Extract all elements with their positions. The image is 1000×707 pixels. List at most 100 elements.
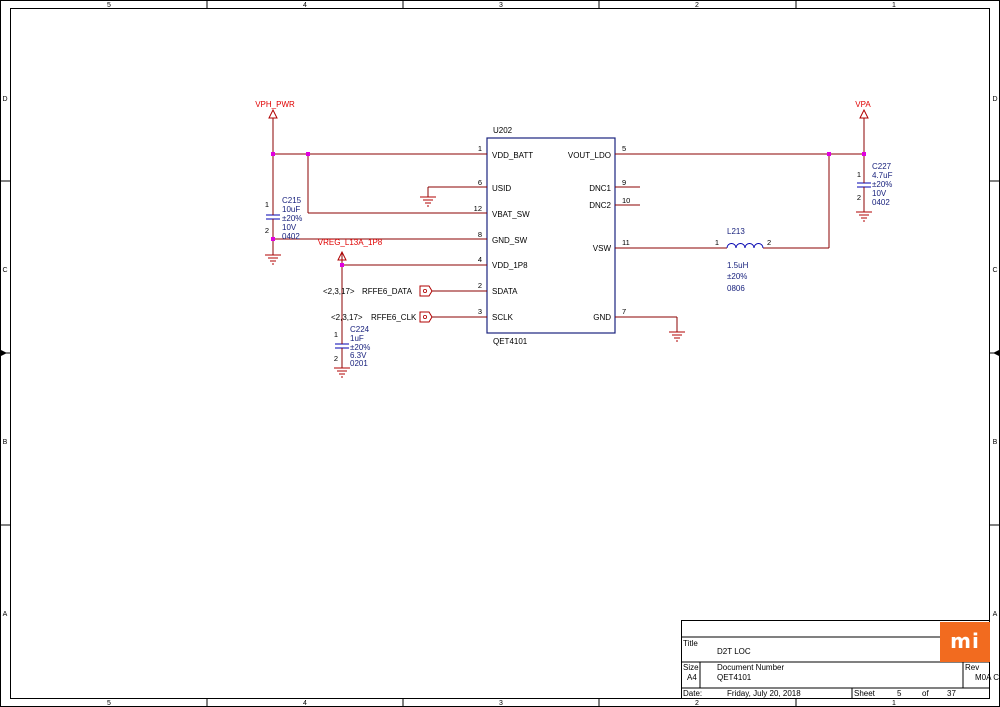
- cap-value: 1uF: [350, 334, 364, 343]
- inductor-tolerance: ±20%: [727, 272, 747, 281]
- pin-name: DNC1: [589, 184, 611, 193]
- cap-voltage: 10V: [282, 223, 297, 232]
- offpage-rffe6-clk[interactable]: <2,3,17> RFFE6_CLK: [331, 311, 433, 323]
- inductor-l213[interactable]: 1 2 L213 1.5uH ±20% 0806: [715, 227, 771, 293]
- col-label-bottom: 2: [695, 700, 699, 707]
- docnum-value: QET4101: [717, 673, 752, 682]
- rev-value: M0A CI: [975, 673, 1000, 682]
- row-label-left: D: [2, 96, 7, 103]
- offpage-connector-icon: [419, 285, 433, 297]
- cap-pin2: 2: [265, 226, 269, 235]
- cap-voltage: 10V: [872, 189, 887, 198]
- cap-voltage: 6.3V: [350, 351, 367, 360]
- row-label-right: B: [993, 439, 998, 446]
- docnum-label: Document Number: [717, 663, 784, 672]
- size-label: Size: [683, 663, 699, 672]
- inductor-pin2: 2: [767, 238, 771, 247]
- power-vpa: VPA: [855, 100, 871, 119]
- cap-pin2: 2: [334, 354, 338, 363]
- col-label-bottom: 4: [303, 700, 307, 707]
- pin-number: 2: [478, 281, 482, 290]
- cap-pin2: 2: [857, 193, 861, 202]
- pin-number: 10: [622, 196, 630, 205]
- capacitor-c224[interactable]: 1 2 C224 1uF ±20% 6.3V 0201: [334, 325, 371, 368]
- ground-c224: [334, 367, 350, 378]
- col-label-bottom: 5: [107, 700, 111, 707]
- title-value: D2T LOC: [717, 647, 751, 656]
- pin-number: 5: [622, 144, 626, 153]
- ground-icon: [420, 196, 436, 207]
- power-label: VREG_L13A_1P8: [318, 238, 383, 247]
- offpage-ref: <2,3,17>: [331, 313, 363, 322]
- pin-name: VDD_BATT: [492, 151, 533, 160]
- inductor-coil-icon: [726, 243, 764, 249]
- power-vph-pwr: VPH_PWR: [255, 100, 295, 119]
- pin-name: VSW: [593, 244, 612, 253]
- col-label-bottom: 1: [892, 700, 896, 707]
- sheet-value: 5: [897, 689, 902, 698]
- ground-icon: [265, 254, 281, 265]
- ground-icon: [856, 211, 872, 222]
- power-vreg: VREG_L13A_1P8: [318, 238, 383, 261]
- center-mark-right: [993, 350, 999, 356]
- pin-name: GND_SW: [492, 236, 528, 245]
- cap-tolerance: ±20%: [872, 180, 892, 189]
- pin-name: GND: [593, 313, 611, 322]
- cap-value: 4.7uF: [872, 171, 893, 180]
- power-label: VPH_PWR: [255, 100, 295, 109]
- pin-name: USID: [492, 184, 511, 193]
- offpage-rffe6-data[interactable]: <2,3,17> RFFE6_DATA: [323, 285, 433, 297]
- row-label-right: A: [993, 611, 998, 618]
- cap-pin1: 1: [857, 170, 861, 179]
- row-label-left: C: [2, 267, 7, 274]
- ic-body[interactable]: [486, 137, 616, 334]
- pin-name: VOUT_LDO: [568, 151, 611, 160]
- inductor-package: 0806: [727, 284, 745, 293]
- cap-value: 10uF: [282, 205, 300, 214]
- inductor-ref: L213: [727, 227, 745, 236]
- ground-ic: [669, 331, 685, 342]
- capacitor-c215[interactable]: 1 2 C215 10uF ±20% 10V 0402: [265, 196, 303, 241]
- ic-u202[interactable]: U202 QET4101 VDD_BATT USID VBAT_SW GND_S…: [474, 126, 631, 346]
- junctions: [271, 152, 866, 267]
- col-label-top: 2: [695, 2, 699, 9]
- cap-pin1: 1: [265, 200, 269, 209]
- pin-name: SCLK: [492, 313, 514, 322]
- ground-icon: [669, 331, 685, 342]
- cap-package: 0402: [282, 232, 300, 241]
- cap-pin1: 1: [334, 330, 338, 339]
- title-block: mi Title D2T LOC Size A4 Document Number…: [681, 620, 1000, 699]
- col-label-top: 4: [303, 2, 307, 9]
- ground-c215: [265, 254, 281, 265]
- pin-name: DNC2: [589, 201, 611, 210]
- offpage-net: RFFE6_DATA: [362, 287, 413, 296]
- cap-tolerance: ±20%: [350, 343, 370, 352]
- power-arrow-icon: [337, 250, 347, 261]
- brand-logo-text: mi: [950, 629, 980, 653]
- pin-number: 8: [478, 230, 482, 239]
- cap-tolerance: ±20%: [282, 214, 302, 223]
- pin-number: 4: [478, 255, 482, 264]
- offpage-connector-icon: [419, 311, 433, 323]
- of-label: of: [922, 689, 929, 698]
- cap-ref: C224: [350, 325, 370, 334]
- pin-number: 11: [622, 238, 630, 247]
- pin-number: 9: [622, 178, 626, 187]
- date-label: Date:: [683, 689, 702, 698]
- inductor-value: 1.5uH: [727, 261, 749, 270]
- power-arrow-icon: [859, 108, 869, 119]
- brand-logo: [940, 622, 990, 662]
- sheet-label: Sheet: [854, 689, 876, 698]
- pin-number: 3: [478, 307, 482, 316]
- col-label-top: 1: [892, 2, 896, 9]
- row-label-left: B: [3, 439, 8, 446]
- capacitor-c227[interactable]: 1 2 C227 4.7uF ±20% 10V 0402: [857, 162, 893, 207]
- row-label-left: A: [3, 611, 8, 618]
- sheet-total: 37: [947, 689, 956, 698]
- pin-name: VDD_1P8: [492, 261, 528, 270]
- offpage-net: RFFE6_CLK: [371, 313, 417, 322]
- cap-package: 0201: [350, 359, 368, 368]
- pin-name: VBAT_SW: [492, 210, 530, 219]
